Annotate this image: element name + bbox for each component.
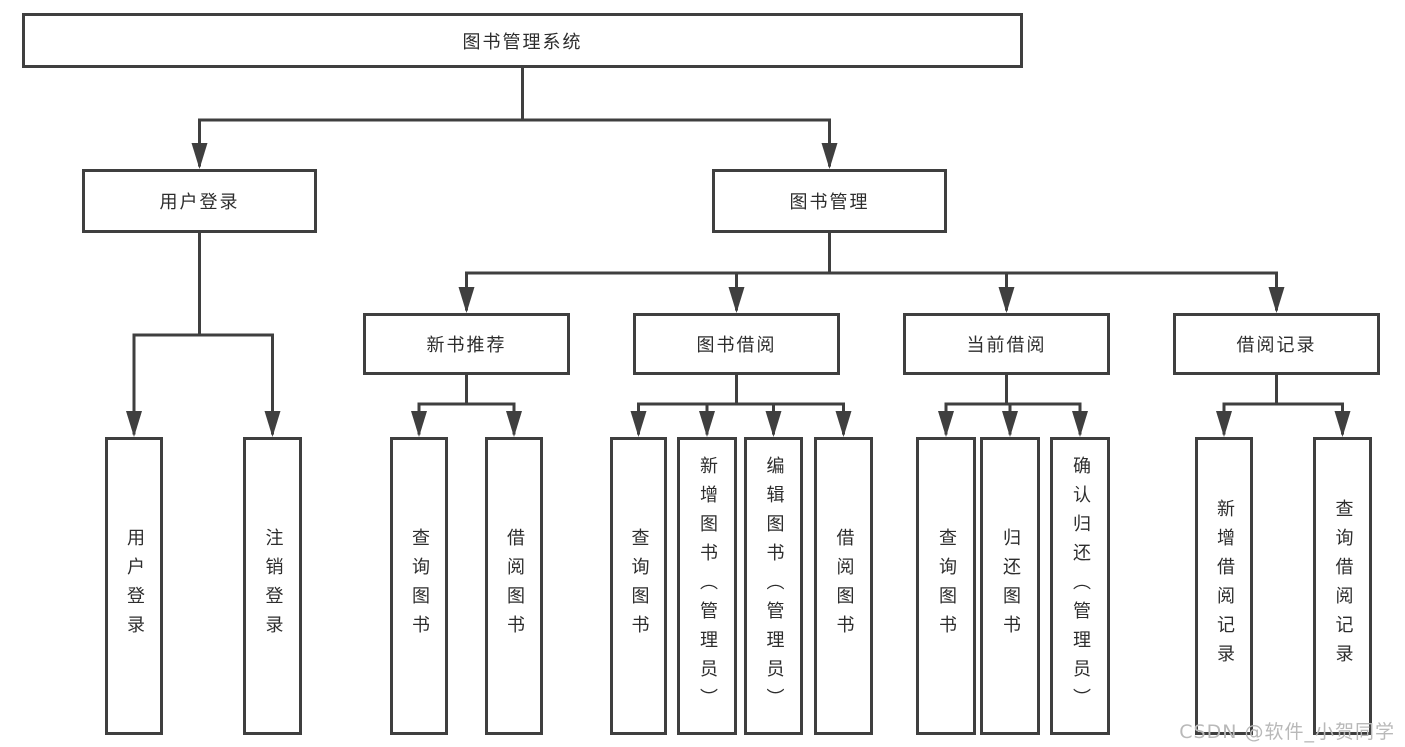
node-label-rec-query-book: 查询图书 — [409, 528, 430, 644]
diagram-node-book-mgmt: 图书管理 — [712, 169, 947, 233]
diagram-node-br-add-record: 新增借阅记录 — [1195, 437, 1253, 735]
arrowhead-icon — [821, 143, 838, 169]
node-label-current-borrow: 当前借阅 — [966, 335, 1047, 356]
node-label-book-borrow: 图书借阅 — [696, 335, 777, 356]
diagram-node-rec-query-book: 查询图书 — [390, 437, 448, 735]
diagram-node-book-borrow: 图书借阅 — [633, 313, 840, 375]
arrowhead-icon — [728, 287, 745, 313]
diagram-node-logout: 注销登录 — [243, 437, 302, 735]
node-label-br-add-record: 新增借阅记录 — [1214, 499, 1235, 673]
node-label-cb-return-book: 归还图书 — [1000, 528, 1021, 644]
node-label-login: 用户登录 — [124, 528, 145, 644]
arrowhead-icon — [411, 411, 427, 437]
arrowhead-icon — [458, 287, 475, 313]
arrowhead-icon — [938, 411, 954, 437]
diagram-node-current-borrow: 当前借阅 — [903, 313, 1110, 375]
node-label-cb-confirm-return: 确认归还（管理员） — [1070, 455, 1091, 717]
arrowhead-icon — [1216, 411, 1232, 437]
node-label-new-book-rec: 新书推荐 — [426, 335, 507, 356]
node-label-logout: 注销登录 — [262, 528, 284, 644]
diagram-node-cb-return-book: 归还图书 — [980, 437, 1040, 735]
node-label-bb-edit-book: 编辑图书（管理员） — [763, 455, 785, 717]
node-label-user-login: 用户登录 — [159, 192, 240, 213]
arrowhead-icon — [765, 411, 782, 437]
diagram-node-bb-add-book: 新增图书（管理员） — [677, 437, 737, 735]
node-label-cb-query-book: 查询图书 — [936, 528, 957, 644]
diagram-node-borrow-records: 借阅记录 — [1173, 313, 1380, 375]
node-label-br-query-record: 查询借阅记录 — [1332, 499, 1354, 673]
diagram-node-new-book-rec: 新书推荐 — [363, 313, 570, 375]
arrowhead-icon — [1072, 411, 1088, 437]
diagram-node-bb-borrow-book: 借阅图书 — [814, 437, 873, 735]
diagram-node-bb-query-book: 查询图书 — [610, 437, 667, 735]
arrowhead-icon — [699, 411, 715, 437]
arrowhead-icon — [506, 411, 522, 437]
watermark: CSDN @软件_小贺同学 — [1179, 721, 1395, 743]
diagram-node-user-login: 用户登录 — [82, 169, 317, 233]
node-label-root: 图书管理系统 — [462, 31, 583, 53]
diagram-node-br-query-record: 查询借阅记录 — [1313, 437, 1372, 735]
node-label-bb-query-book: 查询图书 — [628, 528, 650, 644]
arrowhead-icon — [191, 143, 208, 169]
arrowhead-icon — [126, 411, 142, 437]
arrowhead-icon — [1334, 411, 1351, 437]
diagram-node-login: 用户登录 — [105, 437, 163, 735]
arrowhead-icon — [998, 287, 1015, 313]
arrowhead-icon — [835, 411, 852, 437]
node-label-bb-add-book: 新增图书（管理员） — [697, 455, 718, 717]
node-label-rec-borrow-book: 借阅图书 — [504, 528, 525, 644]
arrowhead-icon — [1002, 411, 1018, 437]
diagram-node-root: 图书管理系统 — [22, 13, 1023, 68]
diagram-node-bb-edit-book: 编辑图书（管理员） — [744, 437, 803, 735]
node-label-bb-borrow-book: 借阅图书 — [833, 528, 855, 644]
arrowhead-icon — [630, 411, 647, 437]
diagram-node-cb-confirm-return: 确认归还（管理员） — [1050, 437, 1110, 735]
node-label-book-mgmt: 图书管理 — [789, 192, 870, 213]
diagram-node-cb-query-book: 查询图书 — [916, 437, 976, 735]
arrowhead-icon — [264, 411, 281, 437]
arrowhead-icon — [1268, 287, 1285, 313]
diagram-node-rec-borrow-book: 借阅图书 — [485, 437, 543, 735]
node-label-borrow-records: 借阅记录 — [1236, 335, 1317, 356]
